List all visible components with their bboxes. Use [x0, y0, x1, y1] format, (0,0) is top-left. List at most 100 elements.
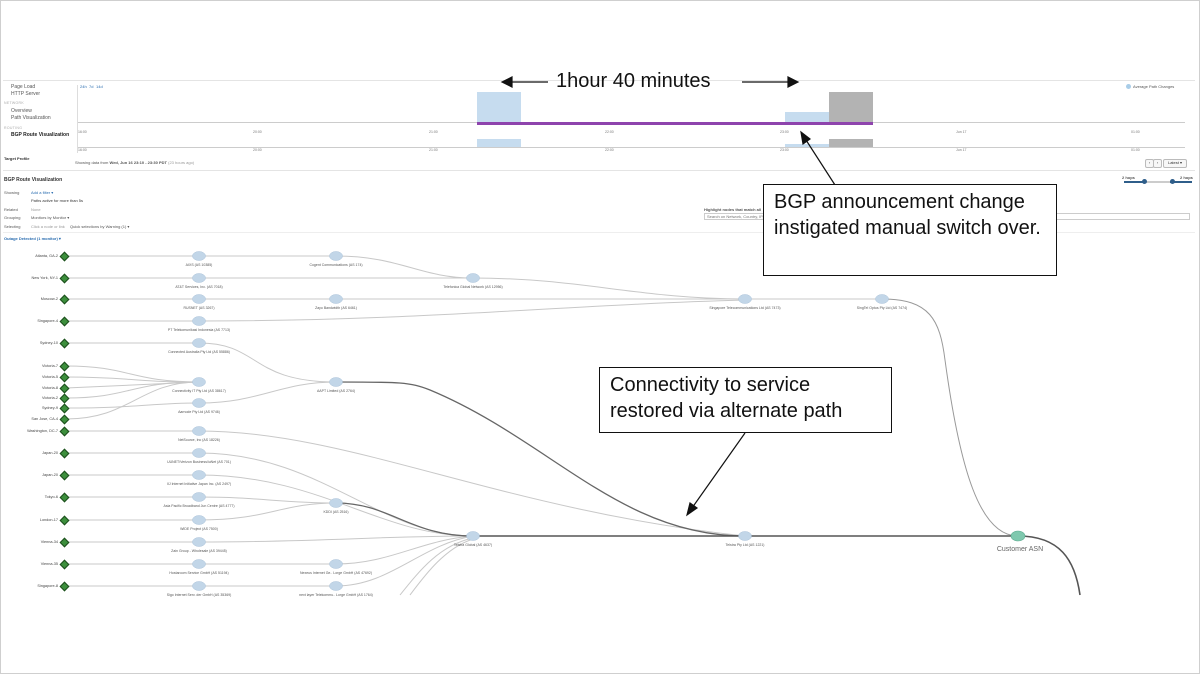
node-label: AIXS (AS 10385) [185, 263, 213, 267]
node-label: Connectivity IT Pty Ltd (AS 38617) [172, 389, 226, 393]
network-node [192, 448, 206, 458]
sidebar-item-page-load[interactable]: Page Load [11, 84, 36, 90]
monitor-label: Vienna-34 [40, 540, 58, 544]
range-24h[interactable]: 24h [80, 84, 87, 89]
node-label: Cogent Communications (AS 174) [309, 263, 363, 267]
node-label: Zayo Bandwidth (AS 6461) [315, 306, 357, 310]
tick-label: 22:00 [605, 148, 614, 152]
tick-label: Jun 17 [956, 148, 967, 152]
route-link [66, 496, 337, 504]
related-label: Related [4, 207, 18, 212]
overview-window[interactable] [829, 139, 873, 147]
paths-active-filter[interactable]: Paths active for more than 5s [31, 198, 84, 203]
legend-label: Average Path Changes [1133, 84, 1175, 89]
tick-label: 16:00 [78, 130, 87, 134]
network-node [875, 294, 889, 304]
path-change-bar[interactable] [785, 112, 829, 122]
frame-border [0, 0, 1200, 1]
node-label: SingTel Optus Pty Ltd (AS 7474) [856, 306, 908, 310]
hops-slider-fill [1124, 181, 1146, 183]
hops-right-label: 2 hops [1180, 175, 1193, 180]
network-node [738, 294, 752, 304]
monitor-label: Victoria-2 [42, 396, 58, 400]
showing-suffix: (23 hours ago) [168, 160, 195, 165]
node-label: PT Telekomunikasi Indonesia (AS 7713) [167, 328, 231, 332]
selected-time-window[interactable] [829, 92, 873, 122]
tick-label: 23:00 [780, 148, 789, 152]
route-link [399, 537, 474, 596]
node-label: KDDI (AS 2516) [323, 510, 349, 514]
network-node [192, 515, 206, 525]
monitor-label: Singapore-8 [37, 584, 58, 588]
route-link [472, 277, 746, 300]
panel-divider [3, 170, 1195, 171]
hops-left-label: 2 hops [1122, 175, 1135, 180]
sidebar-item-bgp-route-visualization[interactable]: BGP Route Visualization [11, 132, 70, 138]
node-label: NetSource, Inc (AS 18226) [178, 438, 220, 442]
node-label: Telstra Pty Ltd (AS 1221) [725, 543, 765, 547]
hops-slider-handle-right[interactable] [1170, 179, 1175, 184]
node-label: Telstra Global (AS 4637) [453, 543, 493, 547]
range-14d[interactable]: 14d [96, 84, 103, 89]
latest-button[interactable]: Latest ▾ [1163, 159, 1187, 168]
sidebar-item-path-visualization[interactable]: Path Visualization [11, 115, 51, 121]
monitor-label: Victoria-7 [42, 364, 58, 368]
target-profile-label: Target Profile [4, 156, 30, 161]
hops-slider-handle-left[interactable] [1142, 179, 1147, 184]
sidebar-item-http-server[interactable]: HTTP Server [11, 91, 41, 97]
network-node [192, 426, 206, 436]
node-label: AT&T Services, Inc. (AS 7018) [175, 285, 223, 289]
timeline-range-line [477, 122, 873, 125]
tick-label: 23:00 [780, 130, 789, 134]
quick-selections[interactable]: Quick selections by Warning (1) ▾ [70, 224, 130, 229]
path-change-bar[interactable] [477, 92, 521, 122]
next-button[interactable]: › [1153, 159, 1162, 168]
monitor-label: London-17 [39, 518, 58, 522]
network-node [192, 492, 206, 502]
monitor-label: Japan-20 [42, 451, 58, 455]
app-top-border [3, 80, 1195, 81]
hops-slider-track [1124, 181, 1192, 183]
related-value: None [31, 207, 41, 212]
route-link-active [335, 502, 474, 537]
network-node [192, 316, 206, 326]
outage-detected[interactable]: Outage Detected (1 monitor) ▾ [4, 236, 61, 241]
grouping-select[interactable]: Monitors by Monitor ▾ [31, 215, 70, 220]
network-node [329, 294, 343, 304]
monitor-label: Japan-20 [42, 473, 58, 477]
monitor-label: Vienna-35 [40, 562, 58, 566]
node-label: Zain Group - Wholesale (AS 39445) [171, 549, 227, 553]
monitor-label: New York, NY-1 [31, 276, 58, 280]
overview-bar [477, 139, 521, 147]
node-label: Sigo Internet Serv. der GmbH (AS 35369) [166, 593, 232, 597]
network-node [466, 531, 480, 541]
network-node [466, 273, 480, 283]
node-label: next layer Telekommu.. Lorge GmbH (AS 17… [299, 593, 373, 597]
frame-border [0, 0, 1, 674]
route-link [65, 376, 200, 383]
monitor-label: Singapore-4 [37, 319, 58, 323]
route-link [881, 298, 1019, 537]
route-link [66, 502, 337, 521]
range-7d[interactable]: 7d [89, 84, 94, 89]
add-filter-button[interactable]: Add a filter ▾ [31, 190, 54, 195]
network-node [192, 559, 206, 569]
sidebar-item-overview[interactable]: Overview [11, 108, 32, 114]
overview-bar [785, 144, 829, 147]
customer-asn-node [1010, 530, 1026, 542]
monitor-label: Victoria-8 [42, 386, 58, 390]
monitor-label: Moscow-2 [40, 297, 58, 301]
node-label: Singapore Telecommunications Ltd (AS 747… [709, 306, 781, 310]
route-link-active [1017, 535, 1081, 596]
bgp-change-callout: BGP announcement change instigated manua… [763, 184, 1057, 276]
network-node [329, 251, 343, 261]
hops-slider-fill [1170, 181, 1192, 183]
selecting-value: Click a node or link [31, 224, 65, 229]
tick-label: 01:00 [1131, 130, 1140, 134]
customer-asn-label: Customer ASN [996, 546, 1044, 553]
node-label: IIJ Internet Initiative Japan Inc. (AS 2… [166, 482, 232, 486]
node-label: Asia Pacific Broadband Jun Centre (AS 47… [163, 504, 235, 508]
selecting-label: Selecting [4, 224, 21, 229]
tick-label: 16:00 [78, 148, 87, 152]
tick-label: 22:00 [605, 130, 614, 134]
